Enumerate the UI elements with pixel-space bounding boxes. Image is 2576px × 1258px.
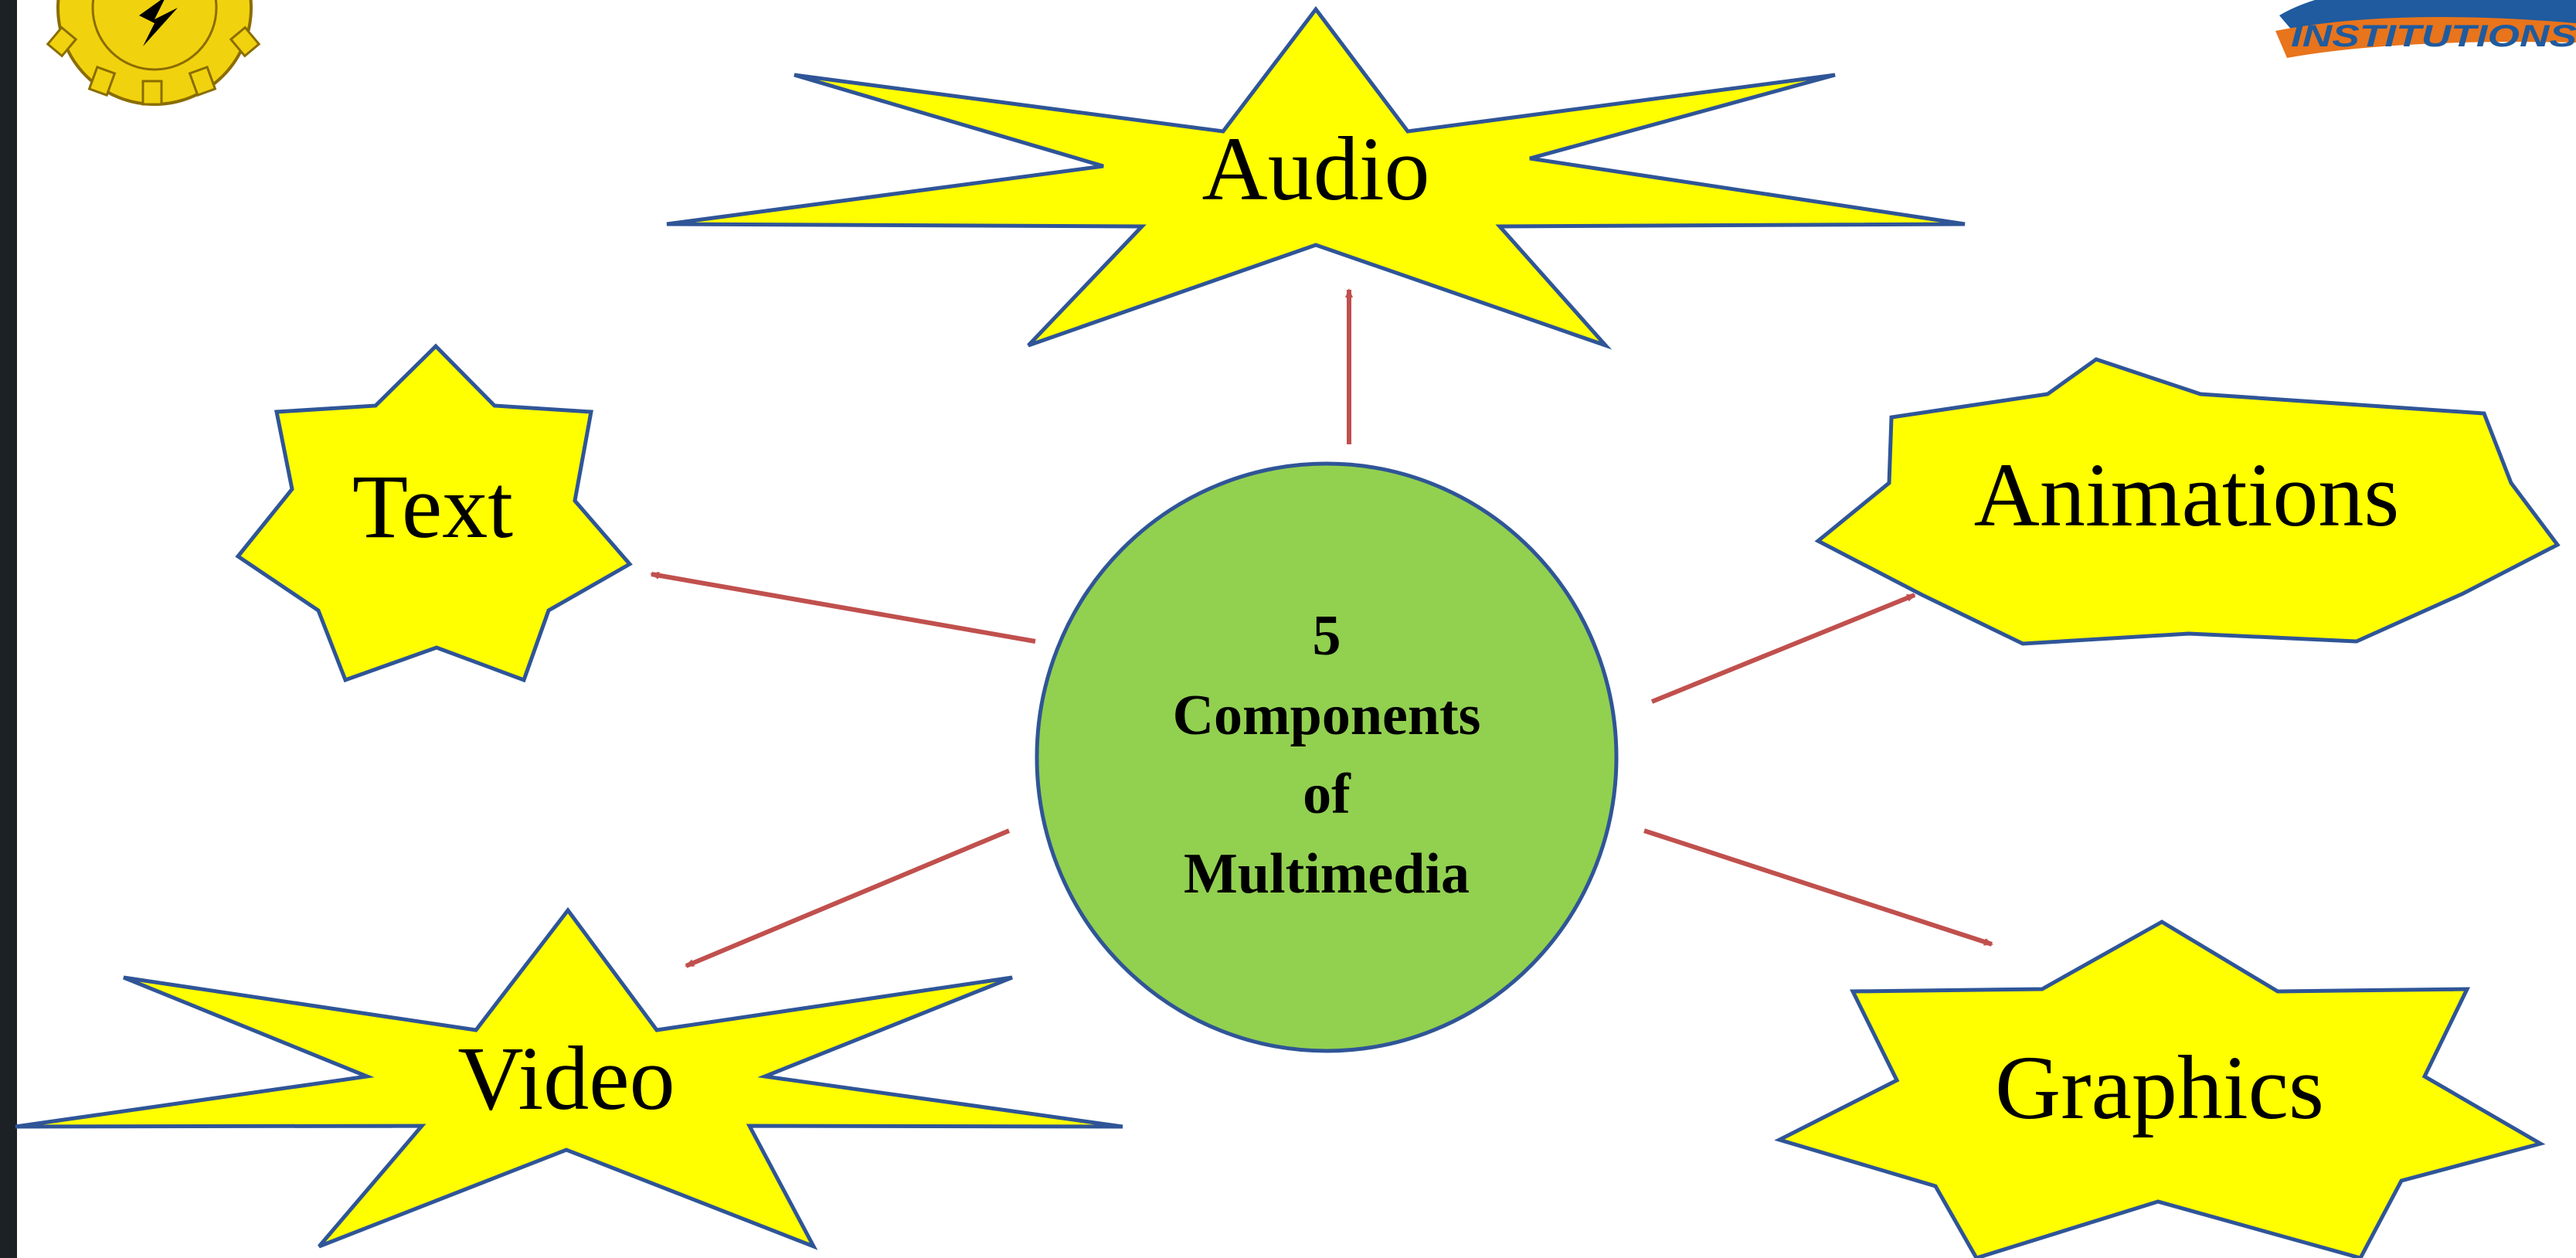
graphics-star-shape	[1774, 920, 2546, 1258]
graphics-label: Graphics	[1995, 1037, 2324, 1138]
animations-star-shape	[1814, 357, 2561, 646]
arrow-to-graphics	[1643, 828, 1993, 947]
text-star-shape	[235, 343, 633, 683]
video-node: Video	[15, 906, 1123, 1250]
animations-label: Animations	[1974, 444, 2400, 546]
arrow-to-text	[650, 571, 1036, 644]
audio-label: Audio	[1202, 118, 1430, 219]
graphics-node: Graphics	[1774, 920, 2546, 1258]
audio-node: Audio	[666, 5, 1966, 350]
center-circle	[1035, 461, 1619, 1053]
center-line-3: of	[1303, 763, 1351, 826]
center-line-4: Multimedia	[1184, 842, 1470, 906]
slide-left-edge-bar	[0, 0, 17, 1258]
text-node: Text	[235, 343, 633, 683]
center-line-2: Components	[1173, 684, 1481, 747]
gear-emblem-logo	[46, 0, 261, 106]
animations-node: Animations	[1814, 357, 2561, 646]
audio-star-shape	[666, 5, 1966, 350]
institution-logo: INSTITUTIONS	[2275, 0, 2576, 58]
svg-text:INSTITUTIONS: INSTITUTIONS	[2291, 19, 2576, 53]
video-star-shape	[15, 906, 1123, 1250]
video-label: Video	[457, 1028, 675, 1129]
arrow-to-animations	[1650, 593, 1916, 704]
arrow-to-video	[685, 828, 1011, 968]
center-node: 5 Components of Multimedia	[1035, 461, 1619, 1053]
text-label: Text	[352, 456, 513, 557]
center-line-1: 5	[1313, 604, 1341, 668]
connector-arrows	[650, 288, 1993, 968]
